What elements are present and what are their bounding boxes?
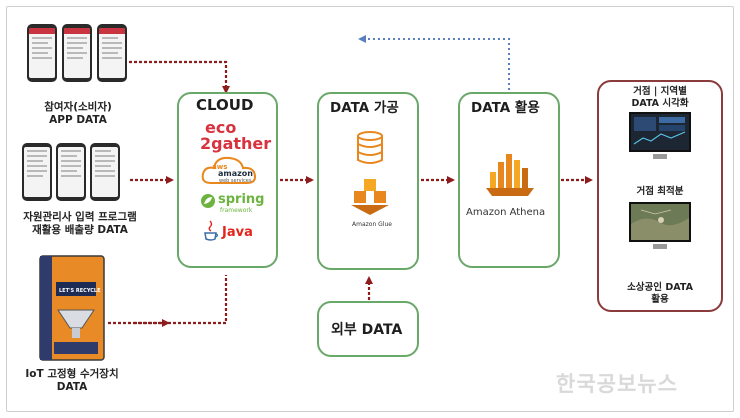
program-phone-1 bbox=[22, 143, 52, 201]
cloud-box bbox=[177, 92, 278, 268]
amazon-text: amazon bbox=[218, 169, 253, 178]
app-phone-2 bbox=[62, 24, 92, 82]
database-icon bbox=[357, 131, 383, 164]
biz-label-line2: 활용 bbox=[651, 294, 669, 305]
iot-label-line1: IoT 고정형 수거장치 bbox=[25, 368, 119, 380]
utilization-title: DATA 활용 bbox=[471, 100, 540, 116]
app-phone-1 bbox=[27, 24, 57, 82]
biz-label-line1: 소상공인 DATA bbox=[627, 282, 693, 293]
program-label-line1: 자원관리사 입력 프로그램 bbox=[23, 211, 137, 223]
athena-label: Amazon Athena bbox=[466, 207, 546, 218]
program-data-label: 자원관리사 입력 프로그램 재활용 배출량 DATA bbox=[10, 211, 150, 237]
viz-label-line1: 거점 | 지역별 bbox=[633, 86, 687, 97]
processing-title: DATA 가공 bbox=[330, 100, 399, 116]
dashboard-monitor bbox=[629, 112, 691, 152]
eco2gather-logo-bottom: 2gather bbox=[200, 134, 272, 153]
dashboard-monitor-stand bbox=[653, 154, 667, 159]
aws-small-text: aws bbox=[212, 163, 228, 171]
map-monitor-stand bbox=[653, 244, 667, 249]
viz-label-line2: DATA 시각화 bbox=[631, 98, 689, 109]
iot-to-cloud-arrow bbox=[108, 275, 228, 325]
amazon-athena-icon bbox=[486, 154, 534, 196]
site-label: 거점 최적분 bbox=[636, 186, 684, 197]
java-text: Java bbox=[222, 225, 253, 240]
cloud-title: CLOUD bbox=[196, 96, 254, 114]
watermark: 한국공보뉴스 bbox=[556, 372, 678, 396]
aws-cloud-icon bbox=[201, 156, 257, 184]
viz-label: 거점 | 지역별 DATA 시각화 bbox=[600, 86, 720, 110]
eco2gather-logo-top: eco bbox=[205, 118, 237, 137]
program-label-line2: 재활용 배출량 DATA bbox=[32, 224, 128, 236]
spring-leaf-icon bbox=[201, 194, 215, 208]
amazon-glue-icon bbox=[351, 179, 389, 215]
java-cup-icon bbox=[204, 220, 219, 241]
feedback-arrow bbox=[358, 35, 510, 90]
app-label-line1: 참여자(소비자) bbox=[44, 101, 112, 113]
app-to-cloud-arrow bbox=[124, 60, 230, 94]
spring-text: spring bbox=[218, 192, 265, 207]
program-phone-3 bbox=[90, 143, 120, 201]
biz-label: 소상공인 DATA 활용 bbox=[600, 282, 720, 306]
program-phone-2 bbox=[56, 143, 86, 201]
iot-device-text: LET'S RECYCLE bbox=[59, 288, 101, 294]
glue-label: Amazon Glue bbox=[352, 221, 392, 228]
amazon-sub-text: web services bbox=[219, 178, 252, 184]
external-data-title: 외부 DATA bbox=[331, 322, 403, 338]
iot-label-line2: DATA bbox=[56, 381, 88, 393]
iot-data-label: IoT 고정형 수거장치 DATA bbox=[12, 368, 132, 394]
app-phone-3 bbox=[97, 24, 127, 82]
map-monitor bbox=[629, 202, 691, 242]
external-data-box bbox=[317, 301, 419, 357]
app-label-line2: APP DATA bbox=[49, 114, 107, 126]
app-data-label: 참여자(소비자) APP DATA bbox=[28, 101, 128, 127]
iot-collector-device bbox=[39, 255, 105, 361]
spring-sub-text: framework bbox=[220, 207, 253, 214]
